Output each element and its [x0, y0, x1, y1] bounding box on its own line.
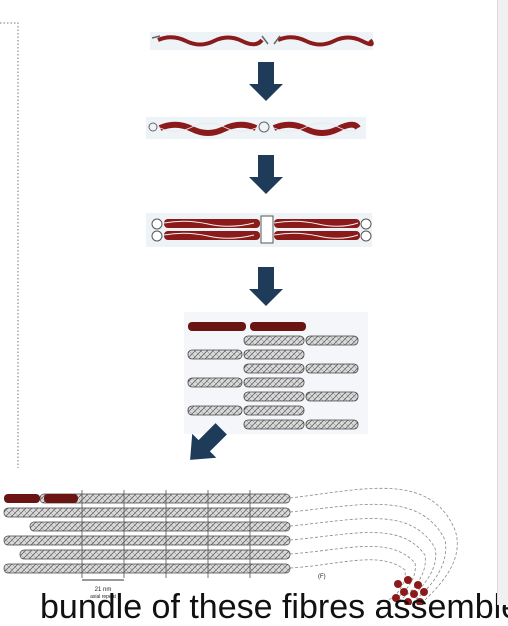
fibril-cross-section	[392, 576, 428, 605]
telopeptide-ends	[151, 35, 281, 45]
arrow-down-1	[249, 62, 283, 101]
triple-helix-right	[272, 121, 361, 136]
procollagen-stage	[146, 213, 372, 247]
panel-label: (F)	[318, 574, 326, 580]
highlighted-molecule	[44, 494, 78, 503]
arrow-down-2	[249, 155, 283, 194]
scale-label: 21 nm	[95, 587, 112, 593]
splaying-fibres	[289, 487, 458, 601]
stage-backdrop	[146, 213, 372, 247]
triple-helix-left	[158, 121, 258, 136]
highlighted-molecule	[250, 322, 306, 331]
alpha-chain-right	[277, 35, 374, 47]
single-chain-stage	[150, 32, 374, 50]
collagen-fibril-stage: 21 nm axial repeat (F)	[3, 487, 458, 605]
slide-caption-text: bundle of these fibres assemble	[40, 588, 508, 626]
highlighted-molecule	[188, 322, 246, 331]
highlighted-molecule	[4, 494, 40, 503]
staggered-array-stage	[184, 312, 368, 434]
arrow-diagonal	[190, 423, 227, 460]
vertical-scrollbar[interactable]	[497, 0, 508, 605]
collagen-assembly-diagram: 21 nm axial repeat (F)	[0, 22, 458, 605]
arrow-down-3	[249, 267, 283, 306]
dotted-bracket	[0, 22, 19, 468]
triple-helix-stage	[146, 117, 366, 139]
alpha-chain-left	[157, 35, 264, 47]
scale-sublabel: axial repeat	[90, 594, 116, 600]
slide: 21 nm axial repeat (F) bundle of these f…	[0, 22, 508, 624]
